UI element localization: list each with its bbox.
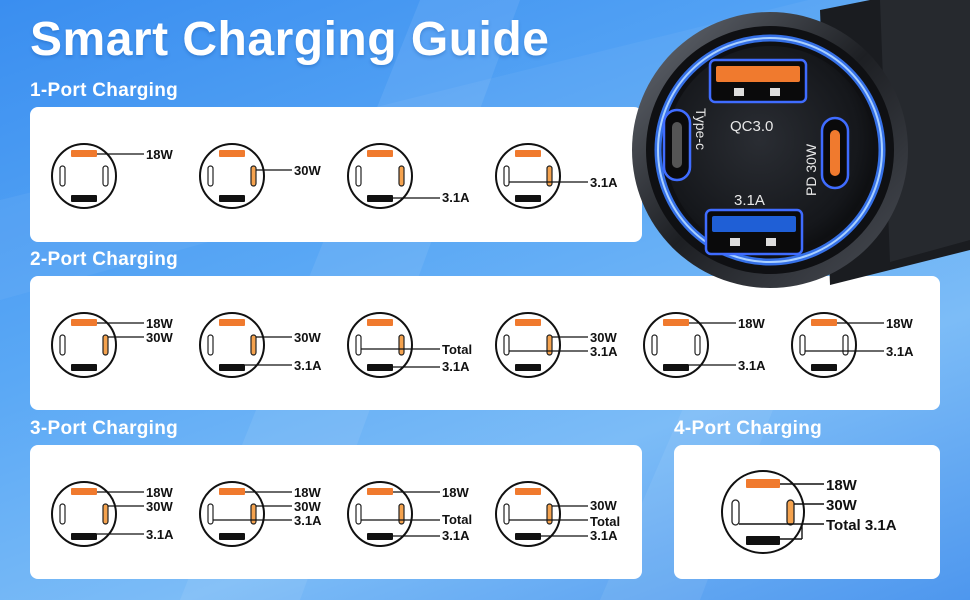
label-18w: 18W [294, 485, 321, 500]
label-3.1a: 3.1A [886, 344, 914, 359]
diagram-4port: 18W 30W Total 3.1A [720, 469, 930, 559]
diagram-3port-4: 30W Total 3.1A [494, 480, 644, 550]
label-3.1a: 3.1A [146, 527, 174, 542]
diagram-1port-qc: 18W [50, 142, 200, 212]
label-total: Total [590, 514, 620, 529]
label-30w: 30W [294, 330, 321, 345]
label-total: Total [442, 512, 472, 527]
label-18w: 18W [146, 316, 173, 331]
label-30w: 30W [294, 163, 321, 178]
page-title: Smart Charging Guide [30, 13, 550, 66]
label-30w: 30W [294, 499, 321, 514]
label-3.1a: 3.1A [590, 528, 618, 543]
label-18w: 18W [886, 316, 913, 331]
diagram-1port-a: 3.1A [346, 142, 496, 212]
diagram-1port-pd: 30W [198, 142, 348, 212]
diagram-2port-3: Total 3.1A [346, 311, 496, 381]
label-30w: 30W [146, 499, 173, 514]
diagram-3port-3: 18W Total 3.1A [346, 480, 496, 550]
label-18w: 18W [826, 477, 858, 494]
panel-4-port [674, 445, 940, 579]
pd-port-label: PD 30W [803, 143, 819, 196]
label-3.1a: 3.1A [294, 358, 322, 373]
section-label-1-port: 1-Port Charging [30, 80, 179, 101]
car-charger-image: QC3.0 Type-c PD 30W 3.1A [630, 0, 970, 305]
qc3-port-label: QC3.0 [730, 118, 773, 135]
typec-port-label: Type-c [693, 108, 709, 150]
label-18w: 18W [738, 316, 765, 331]
label-18w: 18W [146, 485, 173, 500]
diagram-2port-2: 30W 3.1A [198, 311, 348, 381]
label-total-3.1a: Total 3.1A [826, 517, 897, 534]
diagram-2port-4: 30W 3.1A [494, 311, 644, 381]
diagram-2port-5: 18W 3.1A [642, 311, 792, 381]
label-3.1a: 3.1A [442, 359, 470, 374]
label-3.1a: 3.1A [590, 344, 618, 359]
diagram-2port-6: 18W 3.1A [790, 311, 940, 381]
label-30w: 30W [590, 498, 617, 513]
label-30w: 30W [826, 497, 858, 514]
section-label-2-port: 2-Port Charging [30, 249, 179, 270]
label-3.1a: 3.1A [590, 175, 618, 190]
a31-port-label: 3.1A [734, 192, 765, 209]
section-label-4-port: 4-Port Charging [674, 418, 823, 439]
diagram-3port-2: 18W 30W 3.1A [198, 480, 348, 550]
label-3.1a: 3.1A [738, 358, 766, 373]
label-3.1a: 3.1A [294, 513, 322, 528]
diagram-3port-1: 18W 30W 3.1A [50, 480, 200, 550]
section-label-3-port: 3-Port Charging [30, 418, 179, 439]
panel-2-port [30, 276, 940, 410]
diagram-1port-c: 3.1A [494, 142, 644, 212]
label-total: Total [442, 342, 472, 357]
label-30w: 30W [146, 330, 173, 345]
diagram-2port-1: 18W 30W [50, 311, 200, 381]
label-3.1a: 3.1A [442, 190, 470, 205]
label-3.1a: 3.1A [442, 528, 470, 543]
label-30w: 30W [590, 330, 617, 345]
label-18w: 18W [146, 147, 173, 162]
label-18w: 18W [442, 485, 469, 500]
